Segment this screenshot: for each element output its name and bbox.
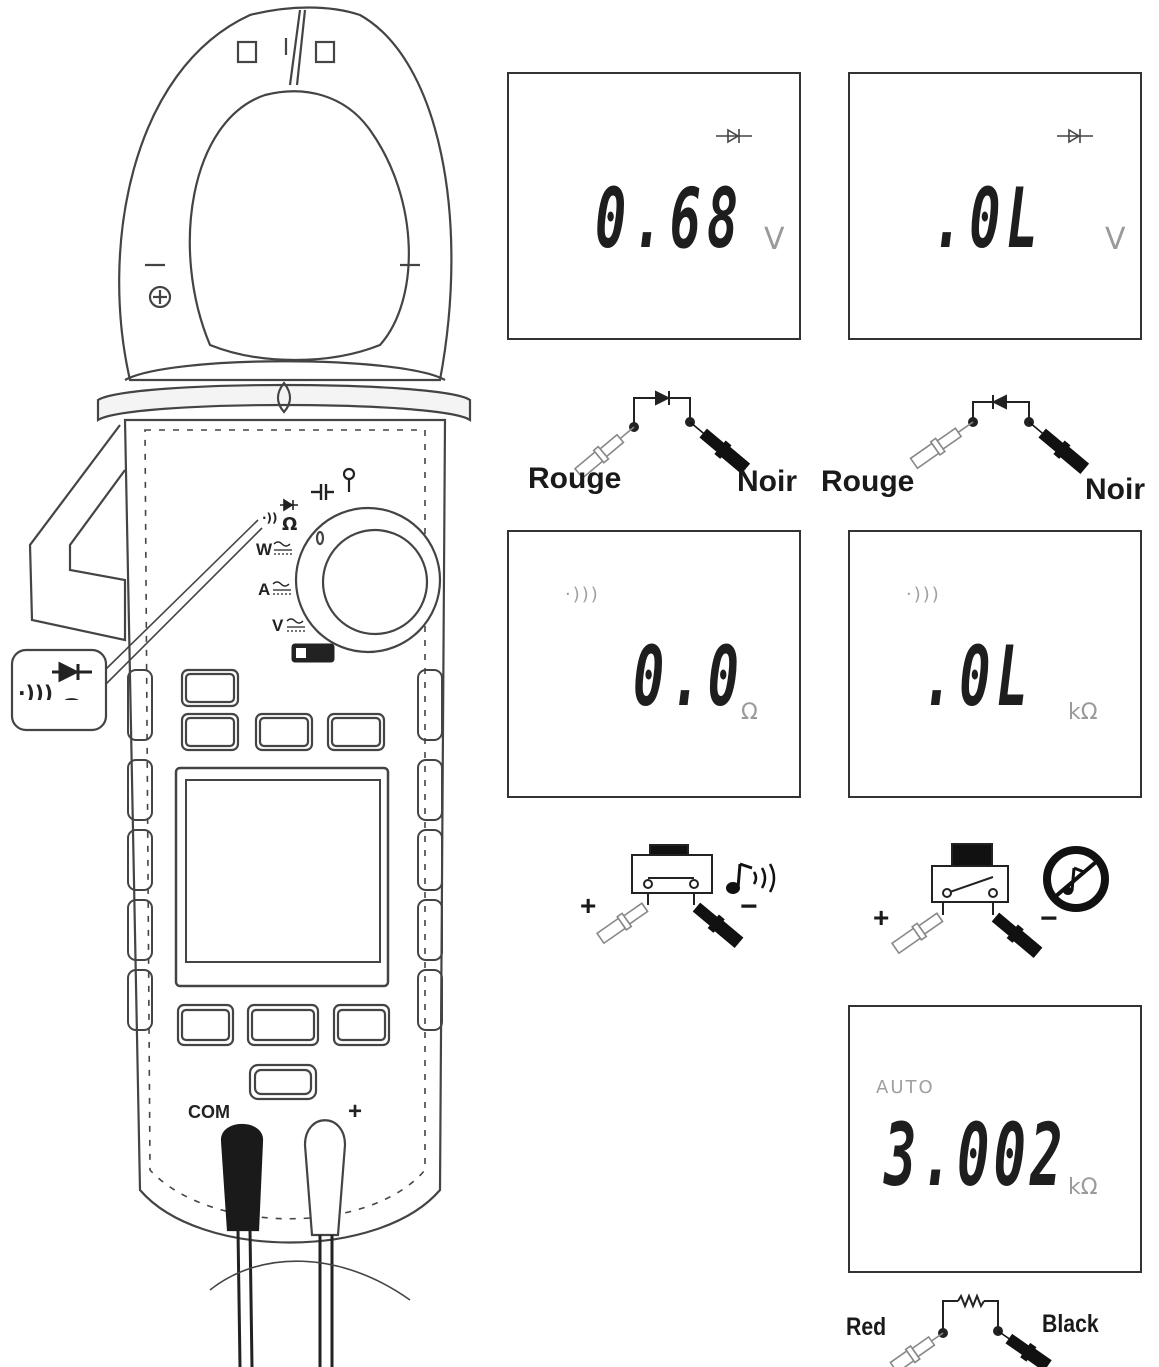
plus-jack-label: +: [348, 1098, 363, 1125]
com-probe-plug: [220, 1124, 264, 1232]
lcd-reading: 0.0: [633, 630, 745, 726]
red-probe: [595, 902, 649, 945]
label-minus-4: −: [1040, 902, 1058, 935]
range-label-a: A: [258, 580, 271, 599]
meter-screen: [174, 766, 390, 988]
red-probe: [889, 1332, 944, 1367]
thermometer-icon: [342, 467, 356, 492]
lcd-unit: kΩ: [1068, 1175, 1098, 1200]
rotary-knob: [294, 506, 442, 654]
lcd-diode-forward: 0.68 V: [507, 72, 801, 340]
beep-icon: ·))): [565, 584, 600, 605]
clamp-jaw-inner: [188, 90, 410, 362]
label-noir-2: Noir: [1085, 473, 1145, 506]
diode-forward-circuit: [573, 390, 751, 480]
range-label-w: W: [256, 540, 273, 559]
trigger-lever: [28, 424, 127, 642]
clamp-meter: [10, 6, 472, 1367]
switch-button: [951, 843, 993, 867]
label-red: Red: [846, 1313, 887, 1341]
red-probe: [573, 426, 635, 480]
function-callout: [10, 648, 108, 732]
label-rouge-2: Rouge: [821, 465, 915, 498]
auto-indicator: AUTO: [876, 1077, 935, 1098]
label-black: Black: [1042, 1310, 1099, 1338]
knob-ohm-icon: Ω: [282, 514, 297, 535]
capacitor-icon: [311, 484, 334, 500]
label-plus-3: +: [580, 890, 597, 921]
buzzer-muted-icon: [1043, 846, 1109, 912]
diode-reverse-circuit: [909, 394, 1090, 475]
com-jack-label: COM: [188, 1102, 230, 1122]
label-rouge-1: Rouge: [528, 462, 622, 495]
a-acdc-icon: [272, 581, 291, 595]
label-minus-3: −: [740, 890, 758, 923]
lcd-reading: .0L: [932, 172, 1044, 268]
continuity-closed-circuit: [595, 844, 776, 949]
lcd-reading: 3.002: [884, 1105, 1067, 1206]
meter-body: [123, 418, 447, 1244]
lcd-continuity-open: ·))) .0L kΩ: [848, 530, 1142, 798]
continuity-open-circuit: [890, 843, 1109, 959]
label-plus-4: +: [873, 902, 890, 933]
lcd-unit: V: [764, 222, 785, 257]
knob-beep-icon: ·)): [262, 511, 278, 525]
w-acdc-icon: [273, 541, 292, 555]
lcd-resistance: AUTO 3.002 kΩ: [848, 1005, 1142, 1273]
switch-body: [631, 854, 713, 894]
callout-ohm-icon: Ω: [58, 692, 85, 700]
lcd-unit: Ω: [741, 700, 758, 725]
diode-symbol-reverse: [991, 394, 1007, 410]
black-probe: [1028, 421, 1090, 475]
black-probe: [689, 421, 751, 475]
diode-symbol: [655, 390, 671, 406]
resistor-symbol: [957, 1293, 985, 1309]
diode-icon: [1057, 128, 1093, 144]
black-probe: [991, 912, 1043, 959]
clamp-jaw-outer: [118, 6, 453, 382]
knob-symbols: ·)) Ω ·))) Ω: [18, 467, 356, 700]
lcd-continuity-closed: ·))) 0.0 Ω: [507, 530, 801, 798]
plus-probe-plug: [303, 1119, 347, 1237]
range-label-v: V: [272, 616, 284, 635]
black-probe: [692, 902, 744, 949]
callout-beep-icon: ·))): [18, 681, 53, 700]
lcd-diode-reverse: .0L V: [848, 72, 1142, 340]
resistance-circuit: [889, 1293, 1052, 1367]
red-probe: [909, 421, 974, 470]
switch-button: [649, 844, 689, 856]
beep-icon: ·))): [906, 584, 941, 605]
red-probe: [890, 912, 944, 955]
v-acdc-icon: [286, 618, 305, 632]
lcd-reading: 0.68: [595, 172, 745, 268]
knob-diode-icon: [280, 498, 298, 512]
black-probe: [997, 1330, 1052, 1367]
lcd-reading: .0L: [922, 630, 1034, 726]
callout-diode-icon: [52, 661, 92, 683]
lcd-unit: V: [1105, 222, 1126, 257]
lcd-unit: kΩ: [1068, 700, 1098, 725]
label-noir-1: Noir: [737, 465, 797, 498]
buzzer-on-icon: [726, 862, 776, 894]
diode-icon: [716, 128, 752, 144]
